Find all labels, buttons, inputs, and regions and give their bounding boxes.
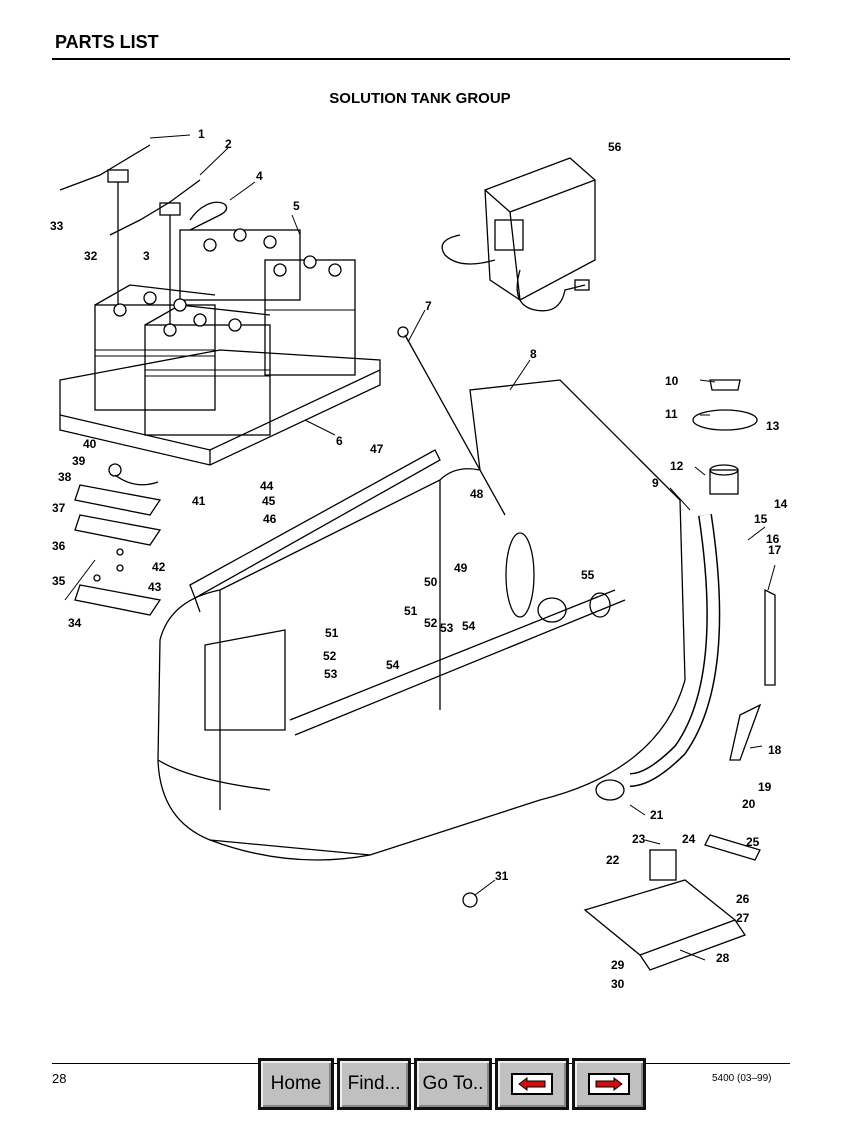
callout-31: 31 <box>495 869 509 883</box>
callout-3: 3 <box>143 249 150 263</box>
callout-54b: 54 <box>386 658 400 672</box>
goto-button[interactable]: Go To.. <box>414 1058 492 1110</box>
callout-12: 12 <box>670 459 684 473</box>
callout-25: 25 <box>746 835 760 849</box>
callout-23: 23 <box>632 832 646 846</box>
callout-33: 33 <box>50 219 64 233</box>
callout-38: 38 <box>58 470 72 484</box>
callout-28: 28 <box>716 951 730 965</box>
callout-16: 16 <box>766 532 780 546</box>
callout-18: 18 <box>768 743 782 757</box>
callout-labels: 1 2 3 4 5 6 7 8 9 10 11 12 13 14 15 16 1… <box>50 127 788 991</box>
page-header-title: PARTS LIST <box>55 32 159 52</box>
callout-32: 32 <box>84 249 98 263</box>
callout-24: 24 <box>682 832 696 846</box>
callout-34: 34 <box>68 616 82 630</box>
callout-36: 36 <box>52 539 66 553</box>
callout-41: 41 <box>192 494 206 508</box>
right-arrow-icon <box>588 1073 630 1095</box>
page-number: 28 <box>52 1071 67 1086</box>
callout-17: 17 <box>768 543 782 557</box>
callout-5: 5 <box>293 199 300 213</box>
callout-45: 45 <box>262 494 276 508</box>
callout-52b: 52 <box>323 649 337 663</box>
callout-53: 53 <box>440 621 454 635</box>
callout-44: 44 <box>260 479 274 493</box>
callout-52: 52 <box>424 616 438 630</box>
callout-20: 20 <box>742 797 756 811</box>
callout-9: 9 <box>652 476 659 490</box>
callout-54: 54 <box>462 619 476 633</box>
callout-48: 48 <box>470 487 484 501</box>
callout-37: 37 <box>52 501 66 515</box>
home-button[interactable]: Home <box>258 1058 334 1110</box>
callout-53b: 53 <box>324 667 338 681</box>
exploded-parts-diagram: 1 2 3 4 5 6 7 8 9 10 11 12 13 14 15 16 1… <box>50 127 788 991</box>
callout-43: 43 <box>148 580 162 594</box>
callout-7: 7 <box>425 299 432 313</box>
left-arrow-icon <box>511 1073 553 1095</box>
callout-15: 15 <box>754 512 768 526</box>
callout-50: 50 <box>424 575 438 589</box>
callout-46: 46 <box>263 512 277 526</box>
callout-35: 35 <box>52 574 66 588</box>
document-code: 5400 (03–99) <box>712 1073 772 1084</box>
callout-39: 39 <box>72 454 86 468</box>
navigation-bar: Home Find... Go To.. <box>258 1058 646 1110</box>
callout-6: 6 <box>336 434 343 448</box>
callout-21: 21 <box>650 808 664 822</box>
callout-11: 11 <box>665 407 678 421</box>
callout-14: 14 <box>774 497 788 511</box>
callout-30: 30 <box>611 977 625 991</box>
callout-42: 42 <box>152 560 166 574</box>
callout-56: 56 <box>608 140 622 154</box>
callout-13: 13 <box>766 419 780 433</box>
header-divider <box>52 58 790 60</box>
callout-4: 4 <box>256 169 263 183</box>
callout-55: 55 <box>581 568 595 582</box>
next-page-button[interactable] <box>572 1058 646 1110</box>
callout-1: 1 <box>198 127 205 141</box>
callout-19: 19 <box>758 780 772 794</box>
callout-8: 8 <box>530 347 537 361</box>
callout-51b: 51 <box>325 626 339 640</box>
find-button[interactable]: Find... <box>337 1058 411 1110</box>
callout-22: 22 <box>606 853 620 867</box>
callout-51: 51 <box>404 604 418 618</box>
section-title: SOLUTION TANK GROUP <box>329 90 511 107</box>
previous-page-button[interactable] <box>495 1058 569 1110</box>
callout-2: 2 <box>225 137 232 151</box>
callout-27: 27 <box>736 911 750 925</box>
callout-40: 40 <box>83 437 97 451</box>
callout-10: 10 <box>665 374 679 388</box>
callout-49: 49 <box>454 561 468 575</box>
callout-29: 29 <box>611 958 625 972</box>
callout-26: 26 <box>736 892 750 906</box>
callout-47: 47 <box>370 442 384 456</box>
